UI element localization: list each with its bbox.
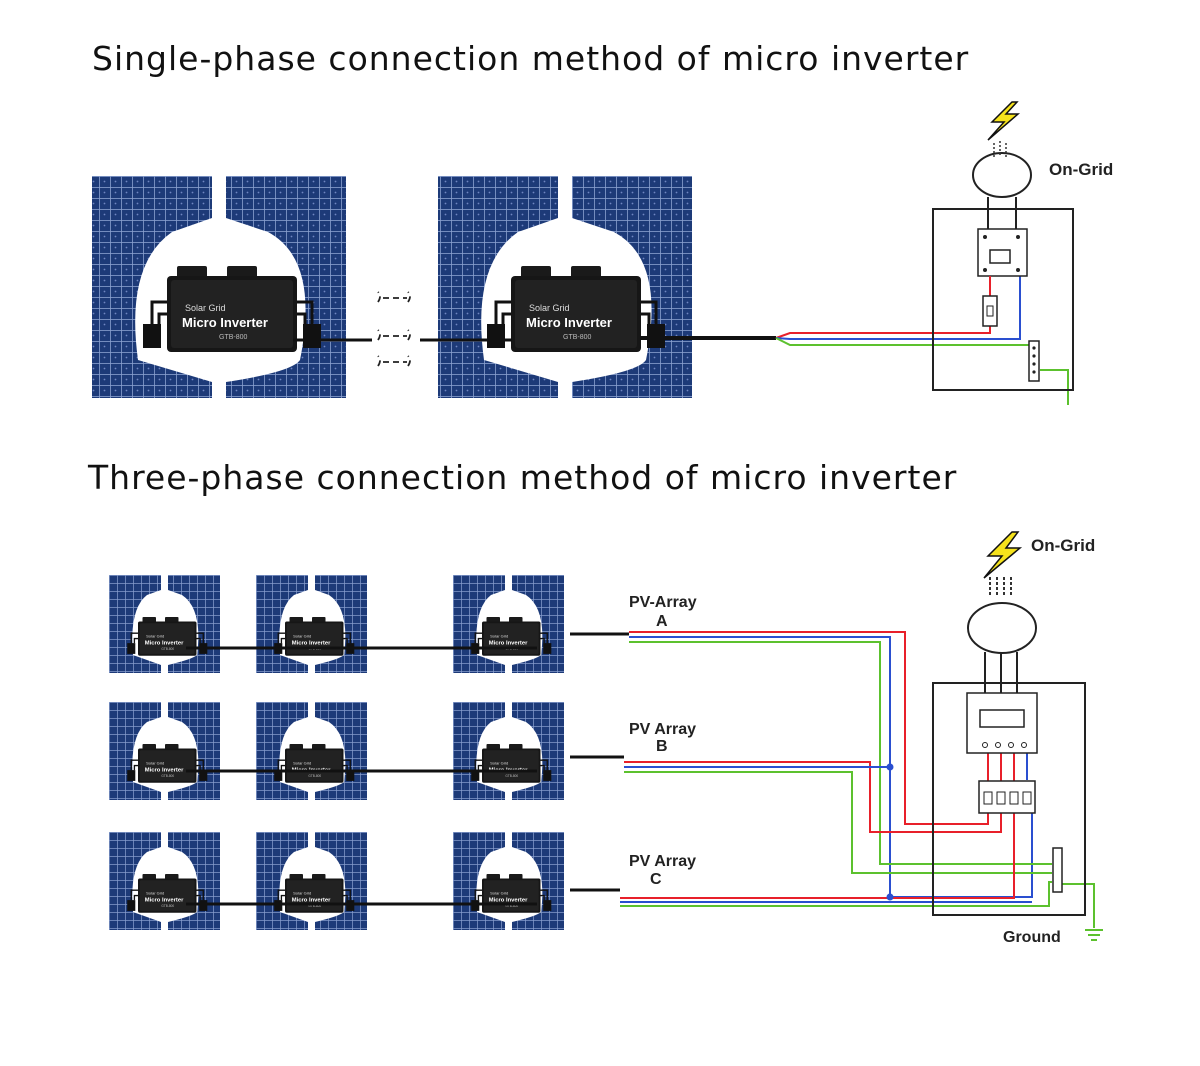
three-phase-title: Three-phase connection method of micro i… — [87, 458, 957, 497]
solar-panel — [109, 575, 161, 673]
pv-array-c-label: PV Array — [629, 853, 696, 870]
single-phase-wires — [775, 270, 1069, 405]
breaker — [982, 295, 998, 327]
svg-text:Micro Inverter: Micro Inverter — [292, 640, 331, 646]
three-phase-wires — [620, 631, 1095, 928]
lightning-icon — [987, 101, 1021, 157]
svg-text:GTB-800: GTB-800 — [505, 774, 518, 778]
three-phase-cabinet — [932, 602, 1086, 916]
solar-panel — [92, 176, 212, 398]
svg-text:GTB-800: GTB-800 — [161, 904, 174, 908]
ground-bar — [1028, 340, 1040, 382]
svg-text:Solar Grid: Solar Grid — [293, 890, 311, 895]
solar-panel — [453, 702, 505, 800]
junction-dot — [886, 893, 894, 901]
svg-text:Solar Grid: Solar Grid — [490, 760, 508, 765]
svg-text:Solar Grid: Solar Grid — [185, 303, 226, 313]
svg-text:Solar Grid: Solar Grid — [490, 633, 508, 638]
on-grid-label: On-Grid — [1049, 160, 1113, 179]
svg-text:GTB-800: GTB-800 — [161, 774, 174, 778]
solar-panel — [438, 176, 558, 398]
grid-cabinet — [932, 152, 1074, 391]
svg-text:GTB-800: GTB-800 — [505, 904, 518, 908]
svg-text:Solar Grid: Solar Grid — [490, 890, 508, 895]
breaker — [978, 780, 1036, 814]
svg-text:Micro Inverter: Micro Inverter — [292, 897, 331, 903]
svg-text:Solar Grid: Solar Grid — [146, 760, 164, 765]
solar-panel — [256, 702, 308, 800]
svg-text:GTB-800: GTB-800 — [219, 334, 248, 341]
svg-text:Micro Inverter: Micro Inverter — [489, 640, 528, 646]
grid-transformer — [972, 152, 1032, 198]
pv-array-b-letter: B — [656, 738, 668, 755]
solar-panel — [109, 702, 161, 800]
solar-panel — [109, 832, 161, 930]
on-grid-label: On-Grid — [1031, 536, 1095, 555]
svg-text:Solar Grid: Solar Grid — [293, 633, 311, 638]
single-phase-array-2: Solar Grid Micro Inverter GTB-800 — [438, 176, 692, 398]
svg-text:GTB-800: GTB-800 — [563, 334, 592, 341]
pv-array-c-letter: C — [650, 871, 662, 888]
single-phase-array-1: Solar Grid Micro Inverter GTB-800 — [92, 176, 346, 398]
svg-text:Micro Inverter: Micro Inverter — [182, 315, 268, 330]
svg-text:GTB-800: GTB-800 — [308, 774, 321, 778]
ground-icon — [1085, 929, 1103, 941]
micro-inverter: Solar Grid Micro Inverter GTB-800 — [485, 264, 667, 354]
pv-array-b-label: PV Array — [629, 721, 696, 738]
svg-text:Solar Grid: Solar Grid — [529, 303, 570, 313]
svg-text:Micro Inverter: Micro Inverter — [145, 640, 184, 646]
svg-text:Micro Inverter: Micro Inverter — [526, 315, 612, 330]
continuation-marks — [377, 291, 411, 367]
svg-text:GTB-800: GTB-800 — [161, 647, 174, 651]
lightning-icon — [983, 531, 1023, 595]
svg-text:Solar Grid: Solar Grid — [146, 633, 164, 638]
micro-inverter: Solar Grid Micro Inverter GTB-800 — [141, 264, 323, 354]
pv-array-a-letter: A — [656, 613, 668, 630]
ground-bar — [1052, 847, 1063, 893]
svg-text:Solar Grid: Solar Grid — [146, 890, 164, 895]
grid-transformer — [967, 602, 1037, 654]
svg-text:Micro Inverter: Micro Inverter — [489, 897, 528, 903]
ground-label: Ground — [1003, 929, 1061, 946]
svg-text:Solar Grid: Solar Grid — [293, 760, 311, 765]
svg-text:Micro Inverter: Micro Inverter — [145, 897, 184, 903]
svg-text:Micro Inverter: Micro Inverter — [145, 767, 184, 773]
single-phase-title: Single-phase connection method of micro … — [92, 39, 969, 78]
junction-dot — [886, 763, 894, 771]
svg-text:GTB-800: GTB-800 — [308, 904, 321, 908]
pv-array-a-label: PV-Array — [629, 594, 697, 611]
